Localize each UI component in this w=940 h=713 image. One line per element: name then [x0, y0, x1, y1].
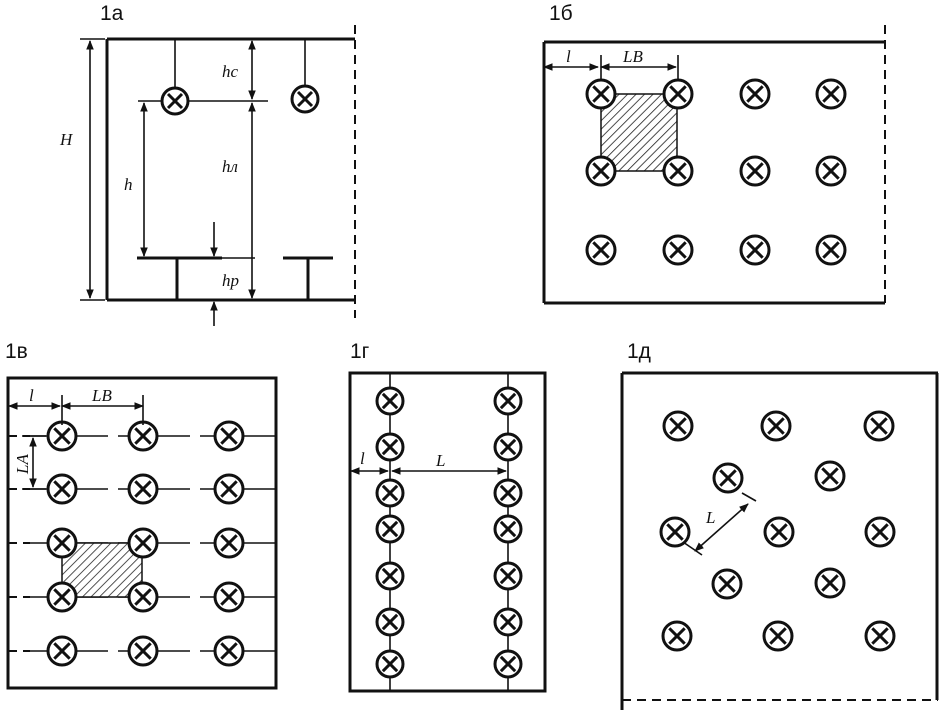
luminaire-icon: [585, 234, 617, 266]
dimension-label-LB: LB: [91, 386, 112, 405]
dimension-label-hc: hc: [222, 62, 239, 81]
luminaire-icon: [127, 527, 159, 559]
luminaire-icon: [375, 478, 405, 508]
hatched-cell: [600, 93, 678, 172]
room-outline: [6, 376, 278, 690]
panel-label-1b: 1б: [549, 2, 573, 25]
luminaire-icon: [127, 473, 159, 505]
panel-label-1a: 1а: [100, 2, 124, 25]
hatched-cell: [61, 542, 143, 598]
luminaire-icon: [711, 568, 743, 600]
luminaire-icon: [127, 581, 159, 613]
luminaire-icon: [739, 155, 771, 187]
luminaire-icon: [127, 635, 159, 667]
panel-1b: 1б l LB: [542, 2, 886, 305]
extension-line: [741, 492, 757, 502]
luminaire-icon: [739, 78, 771, 110]
luminaire-icon: [760, 410, 792, 442]
luminaire-icon: [493, 561, 523, 591]
luminaire-icon: [160, 86, 190, 116]
luminaire-icon: [762, 620, 794, 652]
extension-line: [682, 541, 703, 556]
luminaire-icon: [375, 514, 405, 544]
luminaire-icon: [46, 420, 78, 452]
dimension-label-hp: hp: [222, 271, 239, 290]
luminaire-icon: [375, 386, 405, 416]
dimension-label-l: l: [566, 47, 571, 66]
luminaire-icon: [213, 473, 245, 505]
dimension-label-LB: LB: [622, 47, 643, 66]
dimension-L: [694, 503, 749, 552]
dimension-label-hl: hл: [222, 157, 238, 176]
panel-1g: 1г l L: [348, 340, 547, 693]
luminaire-icon: [659, 516, 691, 548]
luminaire-icon: [493, 607, 523, 637]
luminaire-icon: [290, 84, 320, 114]
luminaire-icon: [493, 649, 523, 679]
panel-1a: 1а H hc h hл: [59, 2, 356, 326]
dimension-label-LA: LA: [13, 454, 32, 475]
panel-label-1d: 1д: [627, 340, 651, 363]
luminaire-icon: [585, 78, 617, 110]
dimension-label-H: H: [59, 130, 74, 149]
room-outline: [348, 371, 547, 693]
dimension-label-L: L: [705, 508, 715, 527]
luminaire-icon: [46, 473, 78, 505]
luminaire-icon: [662, 155, 694, 187]
panel-1d: 1д L: [620, 340, 939, 710]
luminaire-icon: [213, 581, 245, 613]
luminaire-icon: [763, 516, 795, 548]
luminaire-icon: [46, 581, 78, 613]
panel-label-1g: 1г: [350, 340, 370, 363]
luminaire-icon: [814, 460, 846, 492]
luminaire-icon: [712, 462, 744, 494]
luminaire-icon: [814, 567, 846, 599]
dimension-label-h: h: [124, 175, 133, 194]
luminaire-icon: [661, 620, 693, 652]
luminaire-icon: [375, 561, 405, 591]
luminaire-icon: [127, 420, 159, 452]
luminaire-icon: [375, 432, 405, 462]
luminaire-icon: [815, 78, 847, 110]
luminaire-icon: [662, 410, 694, 442]
luminaire-icon: [864, 516, 896, 548]
luminaire-icon: [662, 78, 694, 110]
luminaire-icon: [585, 155, 617, 187]
panel-1v: 1в l LB LA: [5, 340, 278, 690]
luminaire-icon: [739, 234, 771, 266]
luminaire-icon: [815, 234, 847, 266]
luminaire-icon: [815, 155, 847, 187]
luminaire-icon: [493, 478, 523, 508]
luminaire-icon: [213, 635, 245, 667]
dimension-label-l: l: [29, 386, 34, 405]
luminaire-icon: [493, 432, 523, 462]
luminaire-icon: [375, 649, 405, 679]
luminaire-icon: [46, 527, 78, 559]
luminaire-icon: [493, 514, 523, 544]
luminaire-icon: [863, 410, 895, 442]
dimension-label-L: L: [435, 451, 445, 470]
dimension-label-l: l: [360, 449, 365, 468]
luminaire-icon: [662, 234, 694, 266]
luminaire-icon: [375, 607, 405, 637]
luminaire-icon: [493, 386, 523, 416]
luminaire-icon: [864, 620, 896, 652]
luminaire-icon: [213, 420, 245, 452]
luminaire-icon: [46, 635, 78, 667]
luminaire-icon: [213, 527, 245, 559]
panel-label-1v: 1в: [5, 340, 28, 363]
